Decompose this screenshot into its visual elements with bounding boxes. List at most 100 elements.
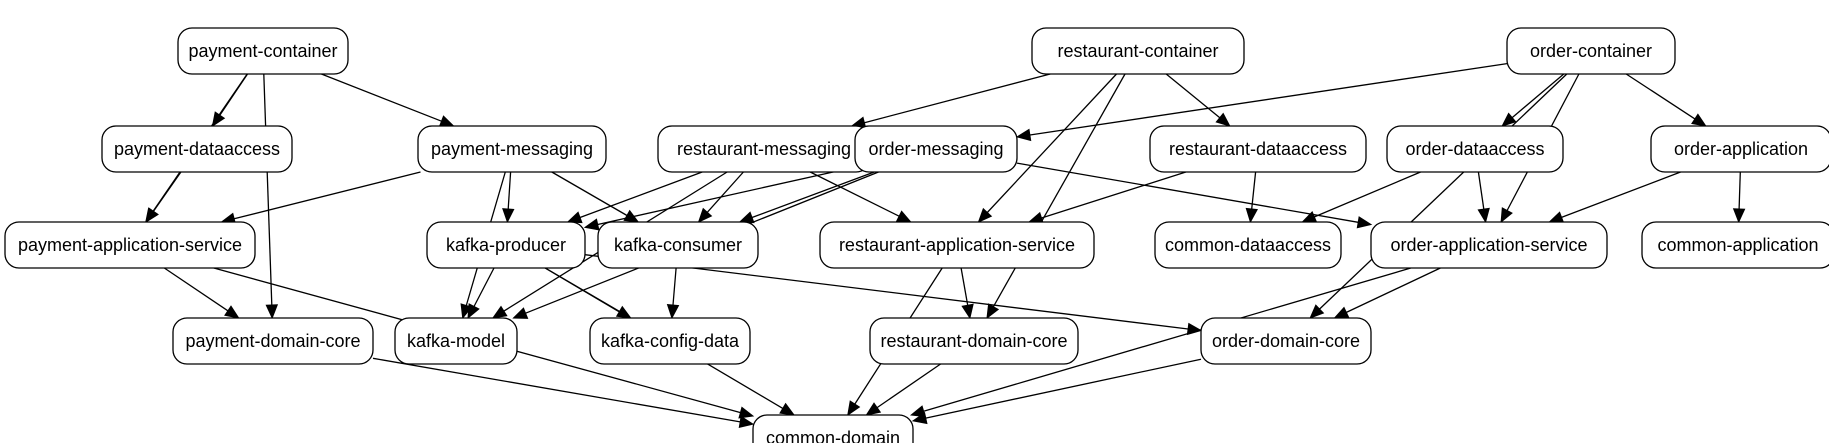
node-box [752, 414, 914, 443]
node-label: restaurant-dataaccess [1169, 139, 1347, 159]
node-box [1506, 27, 1676, 75]
edge-restaurant-container-to-restaurant-domain-core [986, 73, 1126, 320]
edge-line [1738, 171, 1741, 210]
node-label: order-application-service [1390, 235, 1587, 255]
node-box [1031, 27, 1245, 75]
edge-order-application-to-order-application-service [1548, 171, 1681, 224]
arrowhead [1500, 207, 1513, 224]
node-label: payment-dataaccess [114, 139, 280, 159]
edge-payment-messaging-to-kafka-producer [502, 171, 515, 224]
arrowhead [666, 304, 680, 320]
node-label: kafka-consumer [614, 235, 742, 255]
node-restaurant-application-service: restaurant-application-service [819, 221, 1095, 269]
arrowhead [1186, 322, 1203, 336]
arrowhead [1245, 207, 1259, 224]
edge-line [809, 171, 900, 217]
arrowhead [909, 405, 926, 418]
edge-layer [145, 62, 1746, 428]
node-label: restaurant-messaging [677, 139, 851, 159]
node-order-dataaccess: order-dataaccess [1386, 125, 1564, 173]
edge-line [992, 73, 1126, 308]
edge-restaurant-dataaccess-to-common-dataaccess [1245, 171, 1259, 224]
arrowhead [1333, 306, 1350, 319]
node-box [1370, 221, 1608, 269]
arrowhead [1215, 112, 1231, 127]
node-box [4, 221, 256, 269]
node-payment-application-service: payment-application-service [4, 221, 256, 269]
edge-order-application-service-to-order-domain-core [1333, 267, 1441, 319]
arrowhead [779, 402, 796, 416]
arrowhead [977, 207, 993, 223]
edge-line [579, 171, 703, 219]
edge-order-container-to-order-domain-core [1309, 73, 1568, 319]
arrowhead [738, 211, 755, 224]
edge-line [672, 267, 677, 306]
edge-order-container-to-order-messaging [1015, 62, 1508, 142]
edge-line [1041, 171, 1187, 219]
arrowhead [1501, 112, 1517, 127]
node-label: restaurant-application-service [839, 235, 1075, 255]
node-box [854, 125, 1018, 173]
edge-line [1314, 171, 1421, 218]
edge-payment-domain-core-to-common-domain [372, 357, 755, 428]
node-label: common-dataaccess [1165, 235, 1331, 255]
edge-order-dataaccess-to-common-dataaccess [1301, 171, 1421, 223]
edge-restaurant-application-service-to-restaurant-domain-core [960, 267, 974, 320]
edge-order-domain-core-to-common-domain [911, 358, 1202, 425]
node-box [394, 317, 518, 365]
edge-line [1561, 171, 1681, 219]
node-label: order-container [1530, 41, 1652, 61]
node-label: common-domain [766, 428, 900, 443]
node-box [417, 125, 607, 173]
arrowhead [1732, 208, 1746, 224]
node-kafka-config-data: kafka-config-data [589, 317, 751, 365]
node-common-dataaccess: common-dataaccess [1154, 221, 1342, 269]
node-box [1149, 125, 1367, 173]
node-box [597, 221, 759, 269]
edge-restaurant-container-to-restaurant-messaging [850, 73, 1051, 129]
edge-line [1625, 73, 1696, 120]
node-label: order-domain-core [1212, 331, 1360, 351]
node-restaurant-container: restaurant-container [1031, 27, 1245, 75]
node-box [1386, 125, 1564, 173]
edge-line [233, 171, 421, 220]
edge-order-application-service-to-common-domain [909, 267, 1411, 418]
edge-restaurant-messaging-to-kafka-producer [566, 171, 703, 224]
node-kafka-producer: kafka-producer [426, 221, 586, 269]
node-box [426, 221, 586, 269]
arrowhead [145, 207, 159, 224]
arrowhead [895, 210, 912, 223]
node-payment-messaging: payment-messaging [417, 125, 607, 173]
arrowhead [986, 303, 1000, 320]
arrowhead [265, 304, 279, 320]
edge-restaurant-container-to-restaurant-dataaccess [1165, 73, 1231, 127]
edge-line [321, 73, 442, 122]
node-order-application: order-application [1650, 125, 1829, 173]
edge-line [372, 357, 741, 423]
arrowhead [738, 406, 755, 419]
edge-order-dataaccess-to-order-application-service [1477, 171, 1490, 224]
edge-line [152, 171, 182, 212]
node-label: payment-application-service [18, 235, 242, 255]
arrowhead [1356, 216, 1373, 229]
arrowhead [615, 305, 632, 319]
node-restaurant-dataaccess: restaurant-dataaccess [1149, 125, 1367, 173]
node-label: kafka-model [407, 331, 505, 351]
node-order-application-service: order-application-service [1370, 221, 1608, 269]
edge-restaurant-domain-core-to-common-domain [865, 363, 941, 416]
edge-restaurant-dataaccess-to-restaurant-application-service [1027, 171, 1187, 224]
arrowhead [738, 415, 755, 428]
node-restaurant-domain-core: restaurant-domain-core [869, 317, 1079, 365]
edge-line [751, 171, 875, 219]
arrowhead [438, 115, 455, 127]
edge-line [1477, 171, 1485, 210]
arrowhead [491, 305, 508, 319]
arrowhead [211, 111, 226, 128]
edge-order-messaging-to-kafka-consumer [738, 171, 875, 224]
node-label: order-messaging [868, 139, 1003, 159]
edge-restaurant-container-to-restaurant-application-service [977, 73, 1117, 223]
node-label: payment-messaging [431, 139, 593, 159]
edge-line [473, 267, 495, 307]
node-payment-domain-core: payment-domain-core [172, 317, 374, 365]
